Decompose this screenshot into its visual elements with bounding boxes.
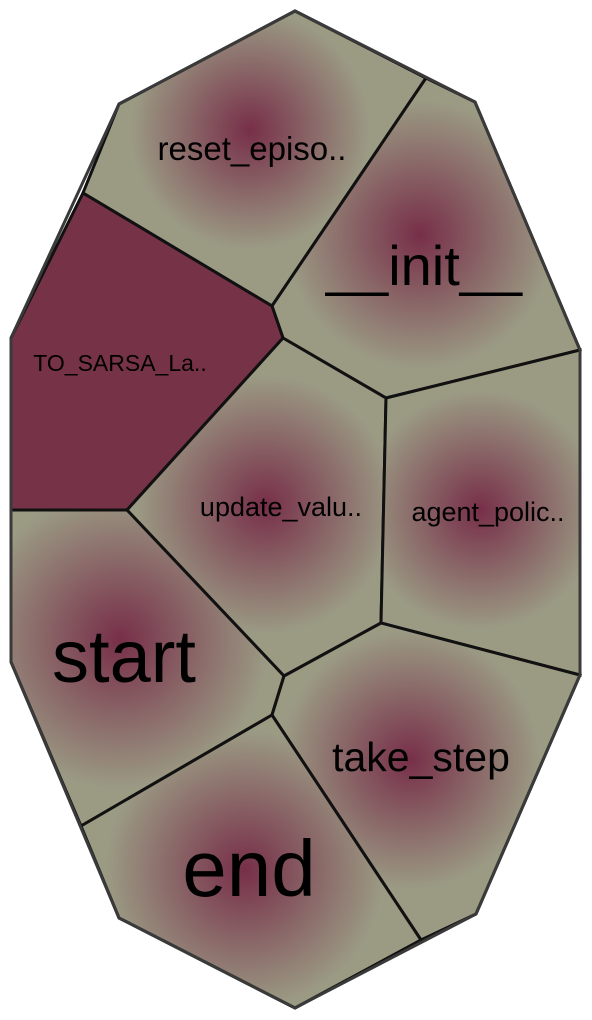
cell-reset-episode[interactable]: reset_episo.. bbox=[81, 9, 429, 309]
cell-init-label: __init__ bbox=[325, 234, 523, 297]
cell-start-label: start bbox=[52, 615, 196, 698]
cell-update-value-label: update_valu.. bbox=[200, 492, 362, 522]
cell-update-value[interactable]: update_valu.. bbox=[124, 336, 388, 678]
outer-boundary bbox=[9, 9, 582, 1010]
cell-agent-policy-label: agent_polic.. bbox=[411, 497, 564, 527]
cell-end[interactable]: end bbox=[79, 712, 424, 1010]
cell-end-label: end bbox=[182, 824, 315, 913]
cell-take-step-label: take_step bbox=[332, 734, 510, 780]
cell-to-sarsa-label: TO_SARSA_La.. bbox=[33, 350, 206, 376]
cell-init[interactable]: __init__ bbox=[270, 76, 583, 400]
cell-agent-policy[interactable]: agent_polic.. bbox=[379, 348, 582, 677]
cell-reset-episode-label: reset_episo.. bbox=[158, 130, 347, 167]
